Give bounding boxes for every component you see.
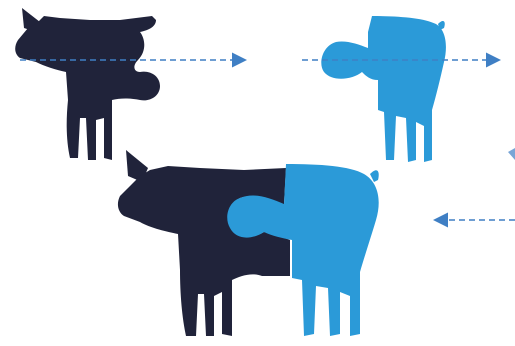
front-half-pig [15, 8, 160, 160]
assembled-pig [117, 150, 379, 336]
back-half-pig [321, 16, 446, 162]
edge-arrow-tip [508, 148, 515, 160]
